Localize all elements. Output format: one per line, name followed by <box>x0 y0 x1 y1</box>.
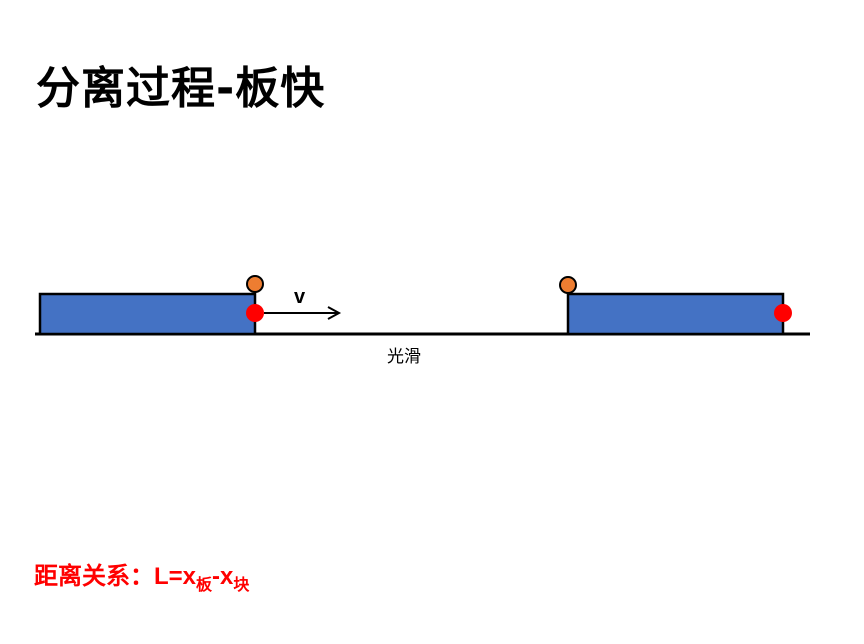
right-block-dot <box>559 276 577 294</box>
right-board <box>566 292 785 336</box>
velocity-label: v <box>294 286 306 308</box>
surface-label: 光滑 <box>387 347 421 367</box>
formula-label: 距离关系： <box>34 562 154 590</box>
left-board <box>38 292 257 336</box>
velocity-arrowhead <box>327 306 342 320</box>
formula-sub-board: 板 <box>196 575 213 594</box>
formula-sub-block: 块 <box>233 575 250 594</box>
left-board-marker <box>246 304 264 322</box>
slide-title: 分离过程-板快 <box>36 63 326 114</box>
formula-lhs: L=x <box>154 563 197 590</box>
right-board-marker <box>774 304 792 322</box>
left-block-dot <box>246 275 264 293</box>
formula-minus: -x <box>212 563 234 590</box>
distance-relation: 距离关系：L=x板-x块 <box>34 556 249 595</box>
